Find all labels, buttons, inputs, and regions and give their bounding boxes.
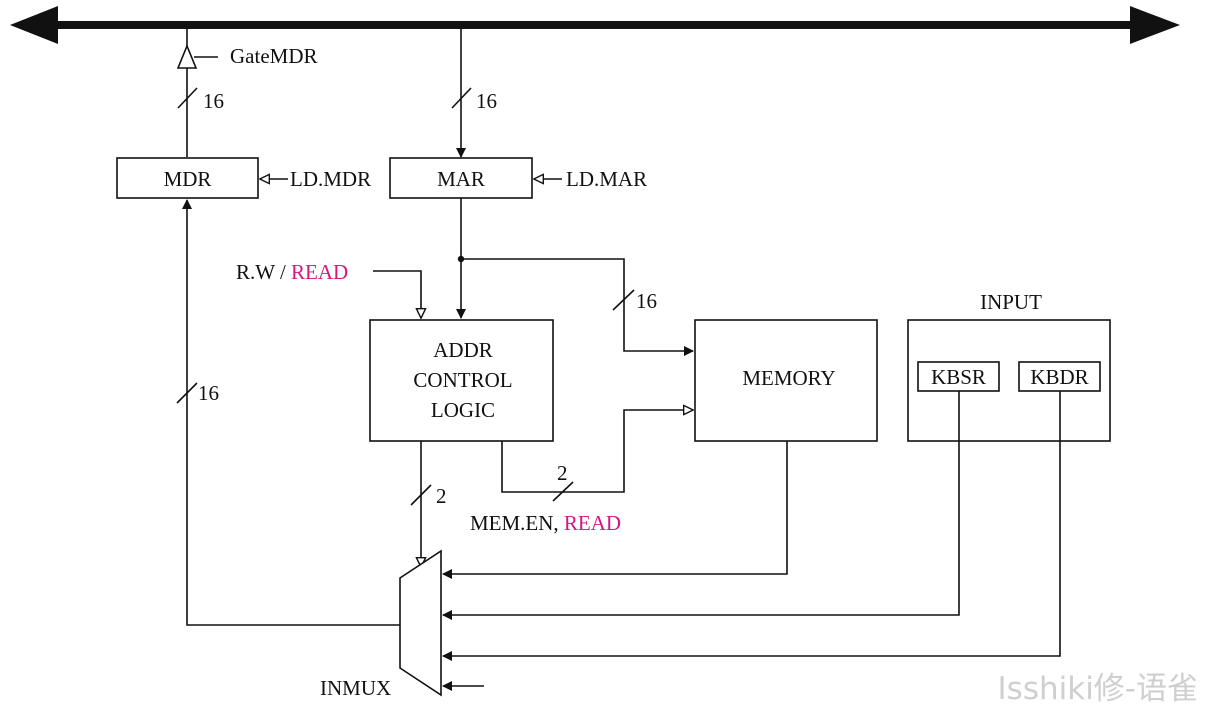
mux-inputs [442, 391, 1061, 691]
mar-to-memory-wire [461, 258, 694, 356]
mar-register: MAR LD.MAR [389, 157, 647, 199]
memory-label: MEMORY [742, 366, 835, 390]
mem-en-read-text: READ [564, 511, 621, 535]
memory-box [694, 319, 878, 442]
input-label: INPUT [980, 290, 1042, 314]
kbsr-to-mux-wire [442, 391, 960, 620]
addr-label-line2: CONTROL [413, 368, 512, 392]
ld-mar-label: LD.MAR [566, 167, 647, 191]
rw-text: R.W / [236, 260, 291, 284]
width-slash-addr-mux [410, 484, 432, 506]
memory-to-mux-wire [442, 441, 788, 579]
gate-mdr-buffer-icon [176, 43, 198, 69]
gate-mdr-path: GateMDR 16 [176, 29, 318, 157]
watermark: Isshiki修-语雀 [998, 671, 1198, 707]
rw-label: R.W / READ [236, 260, 348, 284]
addr-to-memory-wire [501, 410, 693, 493]
width-slash-mux-mdr [176, 382, 198, 404]
mem-en-text: MEM.EN, [470, 511, 564, 535]
width-slash-mar-memory [612, 289, 635, 311]
mar-label: MAR [437, 167, 485, 191]
inmux-label: INMUX [320, 676, 391, 700]
addr-label-line1: ADDR [433, 338, 493, 362]
mux-to-mdr-wire [182, 199, 400, 626]
inmux-trapezoid [399, 549, 442, 697]
kbdr-to-mux-wire [442, 391, 1061, 661]
width-addr-memory: 2 [557, 461, 568, 485]
width-slash-bus-mar [451, 87, 472, 109]
width-mdr-out: 16 [203, 89, 224, 113]
kbdr-label: KBDR [1030, 365, 1088, 389]
memory-unit: MEMORY [694, 319, 878, 442]
rw-control-wire [373, 270, 421, 318]
inmux: INMUX [320, 549, 442, 700]
width-slash-addr-memory [552, 481, 574, 502]
ld-mdr-label: LD.MDR [290, 167, 371, 191]
bus-left-arrowhead [10, 6, 58, 44]
bus-to-mar-path: 16 [451, 29, 497, 158]
addr-control-logic: ADDR CONTROL LOGIC [369, 319, 554, 442]
width-mux-mdr: 16 [198, 381, 219, 405]
addr-label-line3: LOGIC [431, 398, 495, 422]
kbdr-box [1018, 361, 1101, 392]
mdr-register: MDR LD.MDR [116, 157, 371, 199]
kbsr-label: KBSR [931, 365, 986, 389]
mem-en-label: MEM.EN, READ [470, 511, 621, 535]
gate-mdr-label: GateMDR [230, 44, 318, 68]
width-mar-memory: 16 [636, 289, 657, 313]
addr-to-mux-path: 2 [410, 441, 447, 567]
mdr-label: MDR [164, 167, 212, 191]
mux-to-mdr-path: 16 [176, 199, 400, 626]
width-slash-mdr-out [177, 87, 198, 109]
mdr-box [116, 157, 259, 199]
mar-output-path: 16 [456, 198, 694, 356]
kbsr-box [917, 361, 1000, 392]
system-bus [10, 6, 1180, 44]
rw-control: R.W / READ [236, 260, 421, 318]
rw-read-text: READ [291, 260, 348, 284]
mem-en-path: 2 MEM.EN, READ [470, 410, 693, 535]
addr-control-logic-box [369, 319, 554, 442]
width-bus-mar: 16 [476, 89, 497, 113]
input-device: INPUT KBSR KBDR [907, 290, 1111, 442]
bus-right-arrowhead [1130, 6, 1180, 44]
width-addr-mux: 2 [436, 484, 447, 508]
